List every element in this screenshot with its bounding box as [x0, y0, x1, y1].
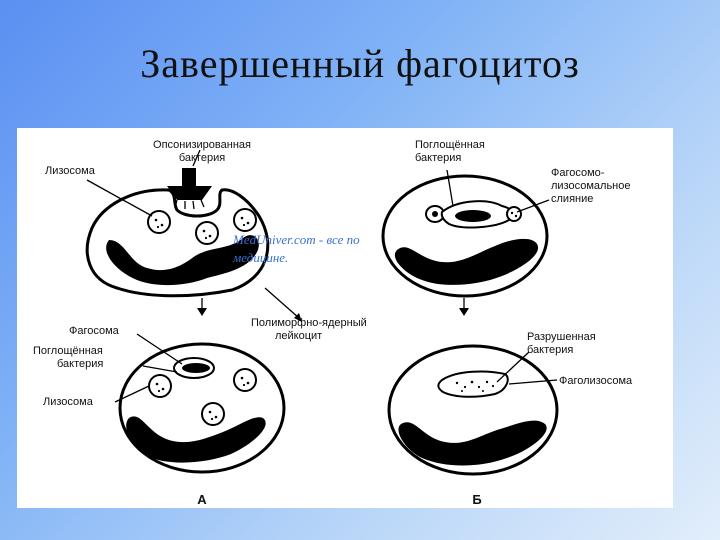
- label-fusion-line1: Фагосомо-: [551, 167, 605, 179]
- label-pmn-line2: лейкоцит: [275, 330, 322, 342]
- lysosome-granule: [196, 222, 218, 244]
- lysosome-granule: [148, 211, 170, 233]
- label-fusion-line2: лизосомальное: [551, 180, 630, 192]
- cell-a-top: [87, 150, 268, 296]
- label-opsonized-bacterium-line1: Опсонизированная: [153, 139, 251, 151]
- label-lysosome-top: Лизосома: [45, 165, 96, 177]
- label-phagolysosome: Фаголизосома: [559, 375, 633, 387]
- label-pmn-line1: Полиморфно-ядерный: [251, 317, 367, 329]
- arrow-b-down: [459, 298, 469, 316]
- label-fusion-line3: слияние: [551, 193, 593, 205]
- lysosome-granule: [234, 209, 256, 231]
- label-lysosome-bottom: Лизосома: [43, 396, 94, 408]
- lysosome-granule: [149, 375, 171, 397]
- cell-a-bottom: [115, 334, 284, 472]
- label-destroyed-bacterium-line1: Разрушенная: [527, 331, 596, 343]
- label-engulfed-bacterium-top-line2: бактерия: [415, 152, 461, 164]
- panel-label-b: Б: [472, 492, 481, 507]
- phagosome: [174, 358, 214, 378]
- panel-label-a: А: [197, 492, 207, 507]
- arrow-a-down: [197, 298, 207, 316]
- slide-title: Завершенный фагоцитоз: [0, 40, 720, 87]
- phagocytosis-diagram: Опсонизированная бактерия Лизосома Погло…: [17, 128, 673, 508]
- label-destroyed-bacterium-line2: бактерия: [527, 344, 573, 356]
- label-opsonized-bacterium-line2: бактерия: [179, 152, 225, 164]
- watermark-line1: MedUniver.com - все по: [232, 232, 360, 247]
- label-engulfed-bacterium-bottom-line2: бактерия: [57, 358, 103, 370]
- label-engulfed-bacterium-bottom-line1: Поглощённая: [33, 345, 103, 357]
- watermark-line2: медицине.: [232, 250, 288, 265]
- cell-b-bottom: [389, 346, 557, 474]
- cell-b-top: [383, 170, 549, 296]
- lysosome-granule: [202, 403, 224, 425]
- lysosome-granule: [234, 369, 256, 391]
- label-phagosome: Фагосома: [69, 325, 120, 337]
- label-engulfed-bacterium-top-line1: Поглощённая: [415, 139, 485, 151]
- diagram-canvas: Опсонизированная бактерия Лизосома Погло…: [17, 128, 673, 508]
